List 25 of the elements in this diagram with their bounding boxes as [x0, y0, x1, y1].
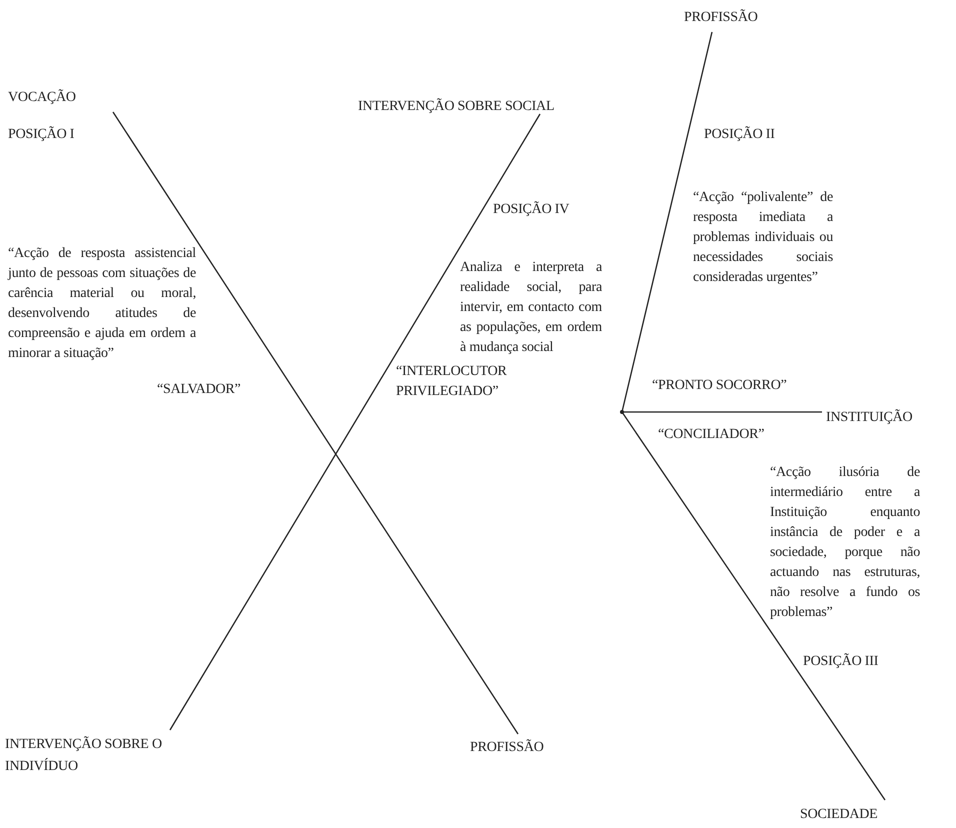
connector-line: [112, 112, 519, 734]
pole-label: VOCAÇÃO: [8, 88, 88, 108]
line-vertex: [620, 410, 624, 414]
connector-line: [621, 412, 886, 800]
pole-label: PROFISSÃO: [470, 738, 560, 758]
pole-label: INTERVENÇÃO SOBRE O INDIVÍDUO: [5, 734, 195, 778]
position-label: POSIÇÃO II: [704, 125, 776, 144]
role-label: “CONCILIADOR”: [658, 426, 766, 444]
pole-label: INSTITUIÇÃO: [826, 408, 936, 428]
pole-label: INTERVENÇÃO SOBRE SOCIAL: [358, 88, 558, 125]
description-text: “Acção ilusória de intermediário entre a Instituição enquanto instância de poder e a sociedade, porque não actuando nas estruturas, não resolve a fundo os problemas”: [770, 464, 920, 622]
role-label: “SALVADOR”: [157, 381, 242, 399]
connector-line: [169, 114, 541, 730]
position-label: POSIÇÃO IV: [493, 200, 570, 219]
position-label: POSIÇÃO I: [8, 125, 76, 144]
description-text: “Acção “polivalente” de resposta imediata a problemas individuais ou necessidades sociais consideradas urgentes”: [693, 189, 833, 287]
role-label: “INTERLOCUTOR PRIVILEGIADO”: [396, 363, 508, 401]
role-label: “PRONTO SOCORRO”: [652, 377, 788, 395]
description-text: “Acção de resposta assistencial junto de pessoas com situações de carência material ou moral, desenvolvendo atitudes de compreensão e ajuda em ordem a minorar a situação”: [8, 245, 196, 363]
description-text: Analiza e interpreta a realidade social, para intervir, em contacto com as populações, em ordem à mudança social: [460, 259, 602, 357]
connector-line: [621, 32, 713, 412]
pole-label: PROFISSÃO: [684, 8, 774, 28]
position-label: POSIÇÃO III: [803, 652, 880, 671]
pole-label: SOCIEDADE: [800, 805, 900, 825]
connector-line: [622, 411, 822, 413]
